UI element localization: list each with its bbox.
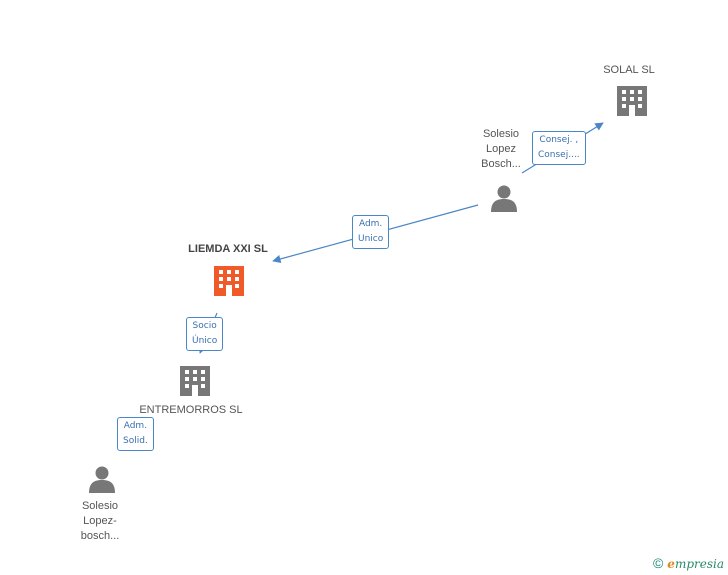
node-label-line: bosch...	[80, 530, 120, 542]
edge-label-line: Unico	[358, 234, 384, 244]
node-label-line: Lopez	[486, 143, 516, 155]
building-icon[interactable]	[178, 364, 212, 398]
node-label-solesio-top[interactable]: Solesio Lopez Bosch...	[470, 127, 532, 172]
edge-label-socio-unico[interactable]: Socio Único	[186, 317, 224, 351]
edge-label-line: Único	[192, 336, 218, 346]
node-label-liemda[interactable]: LIEMDA XXI SL	[188, 243, 268, 255]
edge-label-adm-unico[interactable]: Adm. Unico	[352, 215, 390, 249]
node-label-line: Solesio	[81, 500, 119, 512]
node-label-solesio-bottom[interactable]: Solesio Lopez- bosch...	[69, 499, 131, 544]
node-label-line: Solesio	[482, 128, 520, 140]
edge-label-line: Adm.	[123, 421, 148, 431]
node-label-line: Bosch...	[481, 158, 521, 170]
brand-logo-text: mpresia	[674, 557, 724, 571]
building-icon[interactable]	[615, 84, 649, 118]
person-icon[interactable]	[489, 183, 519, 213]
node-label-entremorros[interactable]: ENTREMORROS SL	[139, 404, 243, 416]
edge-label-adm-solid[interactable]: Adm. Solid.	[117, 417, 154, 451]
edge-label-consej[interactable]: Consej. , Consej....	[532, 131, 586, 165]
edge-label-line: Adm.	[358, 219, 383, 229]
brand-logo-e: e	[667, 557, 675, 571]
building-icon[interactable]	[212, 264, 246, 298]
brand-logo: empresia	[667, 557, 724, 571]
edge-label-line: Socio	[192, 321, 217, 331]
node-label-line: Lopez-	[83, 515, 117, 527]
node-label-solal[interactable]: SOLAL SL	[603, 64, 655, 76]
copyright-icon: ©	[652, 555, 664, 571]
edge-label-line: Consej....	[538, 150, 580, 160]
person-icon[interactable]	[87, 464, 117, 494]
edge-label-line: Consej. ,	[539, 135, 579, 145]
footer-brand: ©empresia	[653, 555, 724, 571]
edge-label-line: Solid.	[123, 436, 148, 446]
